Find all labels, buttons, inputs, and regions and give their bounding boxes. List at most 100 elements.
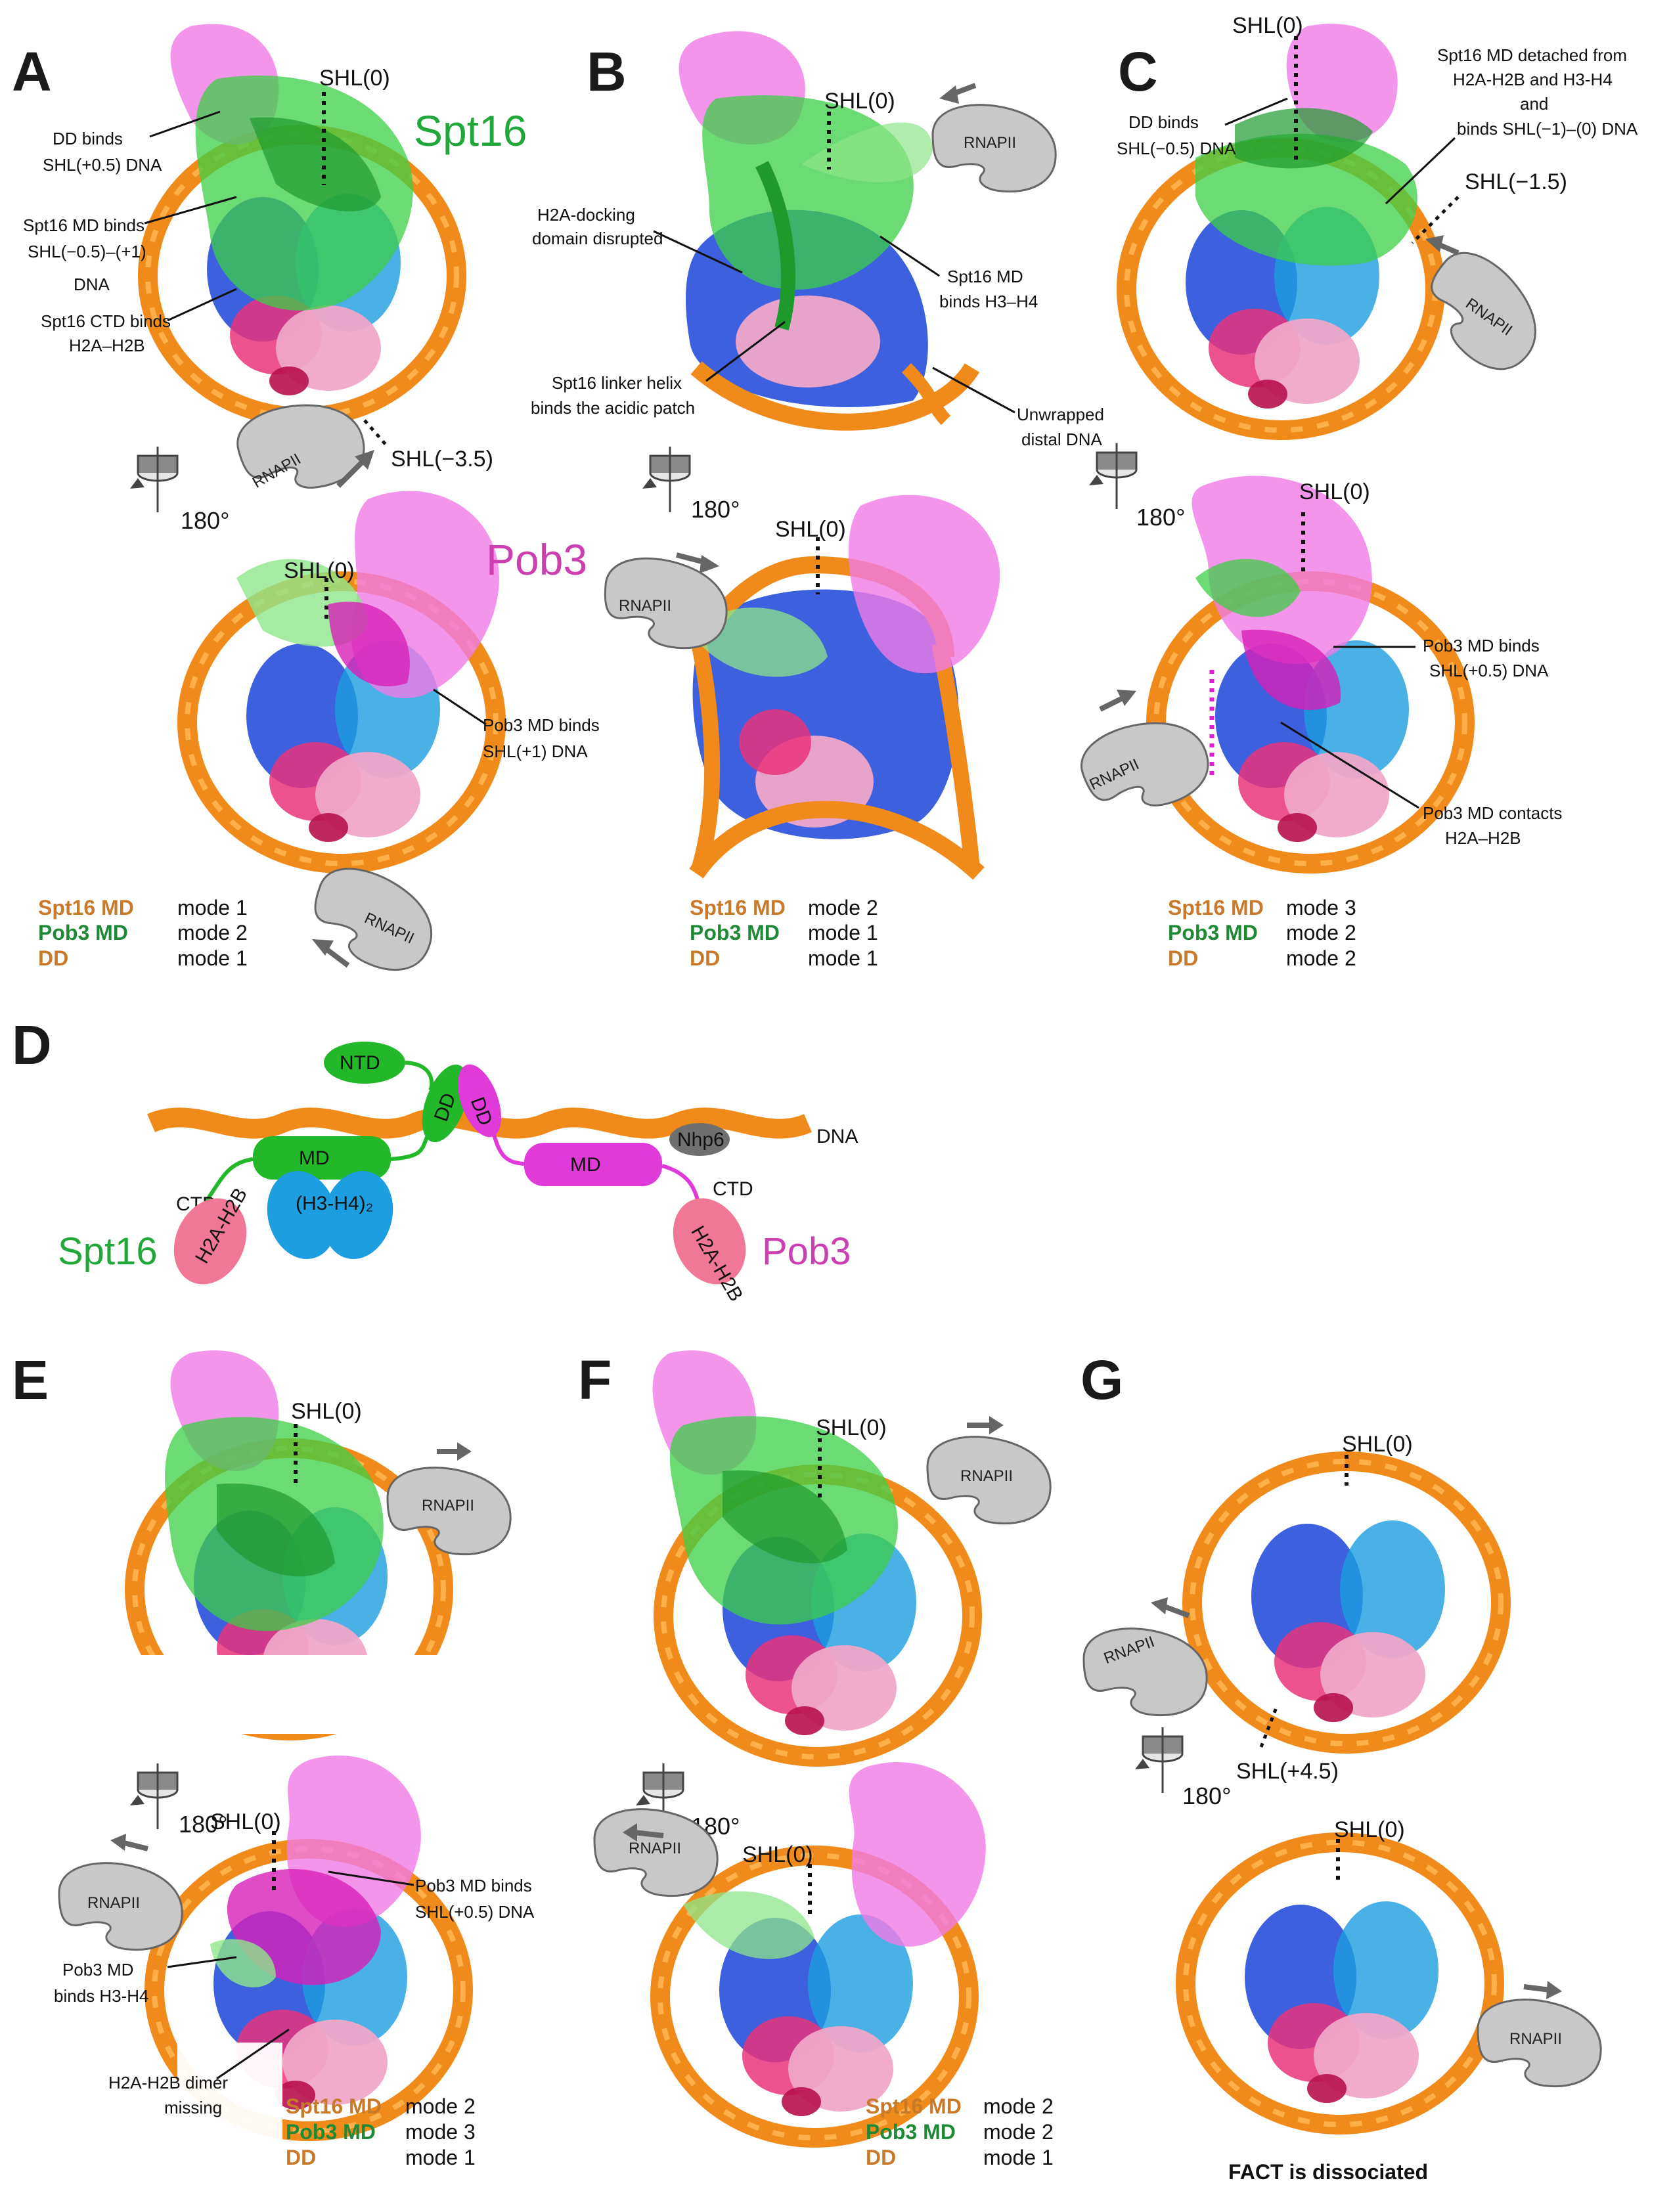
pob3-dd-block: [458, 1064, 501, 1138]
h2ah2b-block: [173, 1198, 247, 1285]
legend-name: Spt16 MD: [690, 896, 786, 919]
ctd-label: CTD: [713, 1178, 753, 1200]
rotation-icon: [1088, 442, 1138, 510]
dissociated-caption: FACT is dissociated: [1228, 2160, 1428, 2184]
pob3-title: Pob3: [486, 535, 587, 584]
shl-label: SHL(0): [1299, 479, 1370, 504]
panel-letter-c: C: [1118, 41, 1158, 102]
annotation: H2A-H2B dimer: [108, 2073, 228, 2092]
shl-label: SHL(+4.5): [1236, 1759, 1339, 1784]
h2ah2b-block: [673, 1198, 746, 1285]
panel-b-bottom-structure: [688, 495, 1000, 880]
h3h4-block: [323, 1170, 393, 1260]
annotation: binds SHL(−1)–(0) DNA: [1457, 119, 1638, 139]
annotation: Unwrapped: [1017, 405, 1104, 424]
annotation: DNA: [74, 275, 110, 294]
panel-c-bottom-structure: [1156, 476, 1465, 864]
legend-name: Pob3 MD: [286, 2120, 376, 2144]
legend-mode: mode 2: [177, 921, 248, 944]
panel-a-bottom-structure: [187, 491, 499, 864]
legend-mode: mode 2: [405, 2094, 476, 2118]
legend-mode: mode 1: [808, 921, 878, 944]
panel-e: E SHL(0) RNAPII 180° SHL(0) RNAPII: [12, 1349, 535, 2174]
h3h4-block: [267, 1170, 338, 1260]
shl-label: SHL(0): [319, 66, 390, 91]
legend-mode: mode 2: [983, 2120, 1054, 2144]
shl-label: SHL(0): [742, 1842, 813, 1867]
panel-letter-e: E: [12, 1349, 49, 1411]
shl-label: SHL(0): [1342, 1432, 1413, 1457]
rnapii-label: RNAPII: [1509, 2030, 1562, 2048]
ntd-label: NTD: [340, 1052, 380, 1074]
panel-b: B SHL(0) RNAPII H2A-docking domain disru…: [531, 31, 1104, 970]
annotation: Spt16 MD: [947, 267, 1023, 286]
annotation: Pob3 MD binds: [415, 1876, 532, 1895]
legend-mode: mode 2: [808, 896, 878, 919]
legend-mode: mode 3: [1286, 896, 1356, 919]
panel-a: A SHL(0) Spt16 DD binds SHL(+0.5) DNA Sp…: [12, 24, 600, 983]
legend-name: DD: [38, 946, 68, 970]
legend-mode: mode 2: [983, 2094, 1054, 2118]
legend-mode: mode 1: [177, 946, 248, 970]
annotation: Spt16 MD detached from: [1437, 45, 1627, 65]
pob3-md-block: [524, 1143, 662, 1186]
annotation: missing: [164, 2098, 222, 2117]
panel-c-top-structure: [1126, 24, 1435, 430]
annotation: DD binds: [53, 129, 123, 148]
mode-legend: Spt16 MD mode 2 Pob3 MD mode 1 DD mode 1: [690, 896, 878, 970]
rotation-label: 180°: [691, 496, 740, 523]
rnapii-label: RNAPII: [619, 597, 671, 615]
mode-legend: Spt16 MD mode 3 Pob3 MD mode 2 DD mode 2: [1168, 896, 1356, 970]
shl-label: SHL(0): [1334, 1817, 1405, 1842]
annotation: Pob3 MD: [62, 1960, 133, 1980]
annotation: H2A-H2B and H3-H4: [1453, 70, 1613, 89]
annotation: Pob3 MD binds: [483, 715, 600, 735]
annotation: Spt16 linker helix: [552, 373, 682, 393]
panel-letter-f: F: [578, 1349, 612, 1411]
legend-name: Spt16 MD: [38, 896, 134, 919]
panel-b-top-structure: [679, 31, 980, 431]
nhp6-block: [669, 1123, 730, 1156]
legend-name: DD: [286, 2146, 316, 2169]
legend-mode: mode 2: [1286, 946, 1356, 970]
legend-name: Pob3 MD: [690, 921, 780, 944]
mode-legend: Spt16 MD mode 2 Pob3 MD mode 3 DD mode 1: [286, 2094, 476, 2169]
shl-label: SHL(0): [284, 558, 355, 583]
shl-label: SHL(0): [775, 517, 846, 542]
rotation-label: 180°: [181, 507, 229, 534]
legend-name: DD: [1168, 946, 1198, 970]
rnapii-label: RNAPII: [422, 1497, 474, 1515]
panel-f-bottom-structure: [660, 1761, 986, 2138]
legend-name: Spt16 MD: [866, 2094, 962, 2118]
rotation-icon: [129, 445, 179, 514]
rotation-label: 180°: [179, 1811, 227, 1838]
h3h4-label: (H3-H4)₂: [296, 1193, 373, 1214]
panel-d: D DNA MD MD NTD DD DD Nhp6 (H3-H4)₂ CTD …: [12, 1014, 858, 1305]
annotation: SHL(−0.5)–(+1): [28, 242, 146, 261]
annotation: SHL(+0.5) DNA: [43, 155, 162, 175]
rnapii-label: RNAPII: [960, 1467, 1013, 1485]
annotation: H2A-docking: [537, 205, 635, 225]
panel-g: G SHL(0) SHL(+4.5) RNAPII 180° SHL(0) RN…: [1081, 1349, 1602, 2184]
rnapii-label: RNAPII: [87, 1894, 140, 1912]
annotation: domain disrupted: [532, 229, 663, 248]
panel-letter-g: G: [1081, 1349, 1123, 1411]
annotation: SHL(+0.5) DNA: [415, 1902, 535, 1922]
legend-mode: mode 1: [177, 896, 248, 919]
ntd-block: [324, 1042, 405, 1084]
panel-f-top-structure: [652, 1350, 972, 1757]
annotation: binds H3-H4: [54, 1986, 149, 2006]
rnapii-label: RNAPII: [964, 134, 1016, 152]
panel-a-top-structure: [148, 24, 457, 417]
shl-label: SHL(0): [210, 1809, 281, 1834]
annotation: H2A–H2B: [69, 336, 145, 355]
spt16-md-block: [253, 1136, 391, 1180]
legend-name: Pob3 MD: [866, 2120, 956, 2144]
shl-label: SHL(−1.5): [1465, 169, 1567, 194]
legend-mode: mode 1: [808, 946, 878, 970]
panel-letter-a: A: [12, 41, 52, 102]
annotation: Spt16 CTD binds: [41, 311, 171, 331]
legend-mode: mode 2: [1286, 921, 1356, 944]
panel-g-bottom-structure: [1186, 1842, 1494, 2125]
